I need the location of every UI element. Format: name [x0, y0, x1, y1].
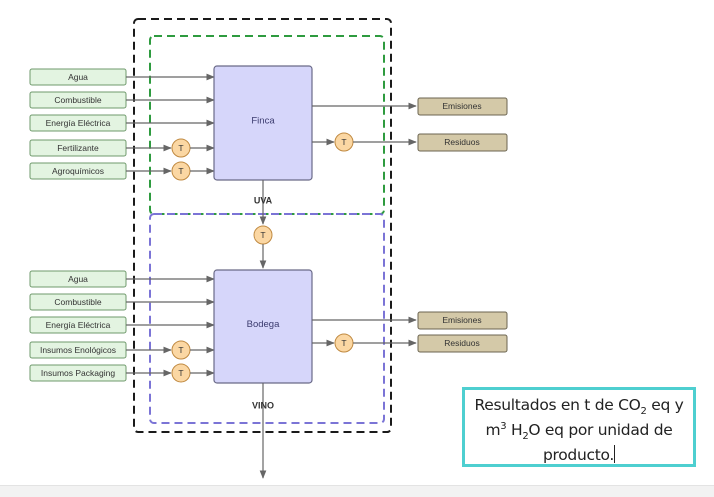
stage2-output-label: VINO — [252, 400, 274, 410]
output-label: Emisiones — [442, 101, 481, 111]
transport-node[interactable]: T — [171, 340, 191, 360]
transport-node[interactable]: T — [171, 138, 191, 158]
process-box[interactable]: Bodega — [213, 269, 313, 384]
output-box[interactable]: Emisiones — [417, 97, 508, 116]
transport-node[interactable]: T — [171, 161, 191, 181]
input-label: Combustible — [54, 297, 102, 307]
input-label: Fertilizante — [57, 143, 99, 153]
output-box[interactable]: Emisiones — [417, 311, 508, 330]
output-box-rect — [417, 334, 508, 353]
input-label: Energía Eléctrica — [46, 320, 111, 330]
input-label: Insumos Packaging — [41, 368, 115, 378]
input-label: Combustible — [54, 95, 102, 105]
stage2-boundary — [149, 213, 385, 424]
input-box[interactable]: Energía Eléctrica — [29, 114, 127, 132]
transport-node[interactable]: T — [334, 132, 354, 152]
input-box[interactable]: Combustible — [29, 293, 127, 311]
output-label: Residuos — [444, 338, 479, 348]
text-caret — [614, 445, 616, 463]
input-label: Agua — [68, 72, 88, 82]
input-box[interactable]: Insumos Packaging — [29, 364, 127, 382]
system-boundary-outer — [133, 18, 392, 433]
input-label: Agua — [68, 274, 88, 284]
output-box-rect — [417, 133, 508, 152]
transport-label: T — [178, 368, 183, 378]
transport-label: T — [341, 137, 346, 147]
note-line1: Resultados en t de CO2 eq y — [474, 396, 684, 418]
output-box-rect — [417, 97, 508, 116]
output-box[interactable]: Residuos — [417, 334, 508, 353]
note-line3: producto. — [542, 446, 615, 464]
input-label: Insumos Enológicos — [40, 345, 116, 355]
input-box[interactable]: Agua — [29, 68, 127, 86]
transport-label: T — [178, 345, 183, 355]
input-box[interactable]: Fertilizante — [29, 139, 127, 157]
input-box[interactable]: Combustible — [29, 91, 127, 109]
transport-node[interactable]: T — [253, 225, 273, 245]
footer-bar — [0, 485, 714, 497]
output-box[interactable]: Residuos — [417, 133, 508, 152]
transport-label: T — [178, 143, 183, 153]
transport-label: T — [178, 166, 183, 176]
output-box-rect — [417, 311, 508, 330]
output-label: Emisiones — [442, 315, 481, 325]
transport-node[interactable]: T — [334, 333, 354, 353]
note-line2: m3 H2O eq por unidad de — [485, 420, 673, 443]
input-box[interactable]: Agroquímicos — [29, 162, 127, 180]
input-box[interactable]: Insumos Enológicos — [29, 341, 127, 359]
stage1-boundary — [149, 35, 385, 215]
stage1-output-label: UVA — [254, 195, 273, 205]
transport-node[interactable]: T — [171, 363, 191, 383]
input-label: Agroquímicos — [52, 166, 104, 176]
process-label: Finca — [251, 116, 275, 127]
output-label: Residuos — [444, 137, 479, 147]
input-box[interactable]: Energía Eléctrica — [29, 316, 127, 334]
process-label: Bodega — [247, 319, 280, 330]
results-note[interactable]: Resultados en t de CO2 eq y m3 H2O eq po… — [462, 387, 696, 467]
process-box[interactable]: Finca — [213, 65, 313, 181]
input-label: Energía Eléctrica — [46, 118, 111, 128]
transport-label: T — [260, 230, 265, 240]
transport-label: T — [341, 338, 346, 348]
input-box[interactable]: Agua — [29, 270, 127, 288]
